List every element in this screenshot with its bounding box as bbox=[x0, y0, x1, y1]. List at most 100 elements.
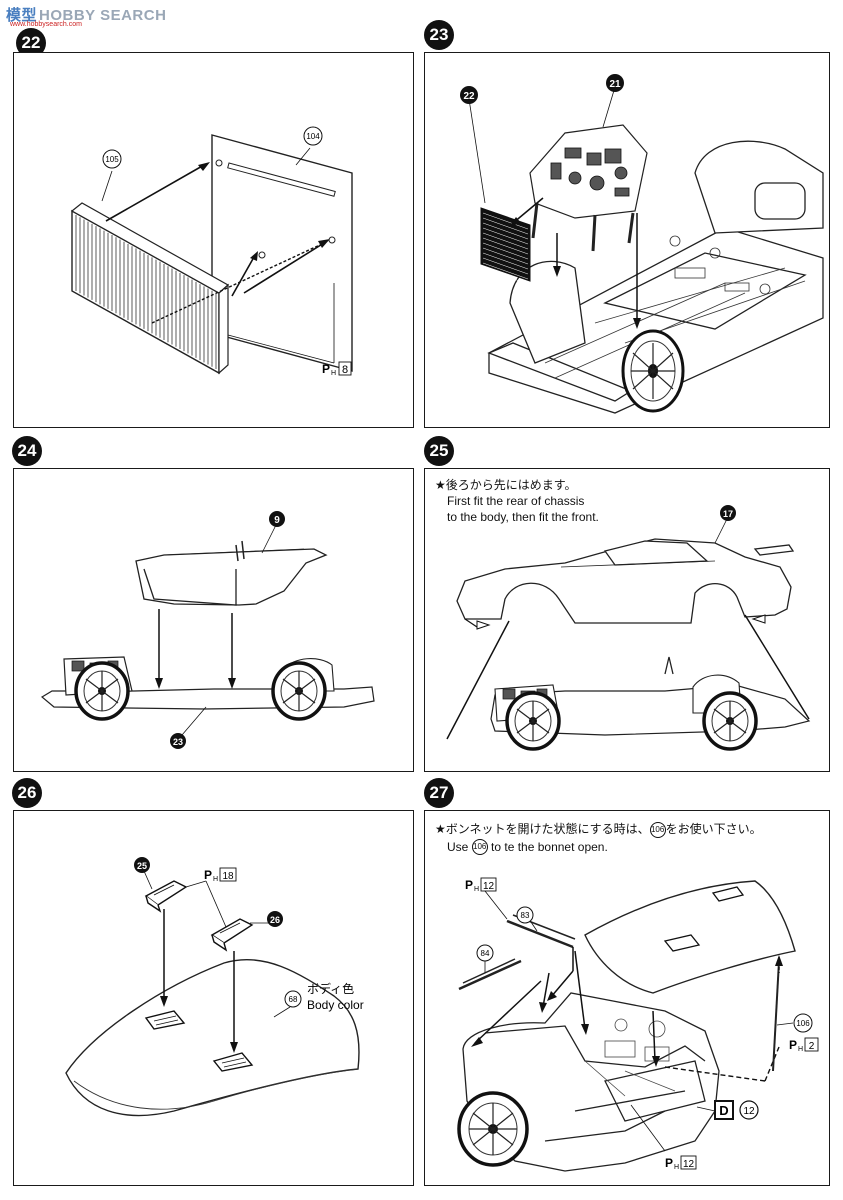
callout-68-text: 68 bbox=[289, 995, 298, 1004]
step-number-26: 26 bbox=[12, 778, 42, 808]
chassis-with-wheels bbox=[40, 656, 375, 721]
paint-top-code: 12 bbox=[483, 881, 495, 892]
decal-number-circle bbox=[739, 1100, 759, 1120]
step-23-illustration: 22 21 bbox=[460, 74, 824, 414]
step-25-note: ★後ろから先にはめます。 First fit the rear of chass… bbox=[435, 477, 599, 525]
callout-23-text: 23 bbox=[173, 737, 183, 747]
callout-21-text: 21 bbox=[609, 79, 621, 90]
callout-105-text: 105 bbox=[105, 155, 119, 164]
callout-106-text: 106 bbox=[796, 1019, 810, 1028]
callout-9 bbox=[269, 511, 285, 527]
radiator-fins bbox=[75, 215, 217, 369]
step-number-23: 23 bbox=[424, 20, 454, 50]
callout-83-text: 83 bbox=[521, 911, 530, 920]
callout-104-text: 104 bbox=[306, 132, 320, 141]
note-jp-27: ★ボンネットを開けた状態にする時は、106をお使い下さい。 bbox=[435, 821, 762, 838]
note-jp-27-part: 106 bbox=[649, 821, 666, 838]
paint-code-box-26 bbox=[219, 867, 237, 882]
callout-106 bbox=[793, 1013, 813, 1033]
body-color-en: Body color bbox=[307, 998, 364, 1012]
part-105-radiator bbox=[70, 202, 230, 375]
callout-104 bbox=[303, 126, 323, 146]
part-9-body-tub bbox=[135, 540, 328, 606]
callout-23 bbox=[170, 733, 186, 749]
grille-line bbox=[482, 257, 529, 275]
body-color-jp: ボディ色 bbox=[307, 981, 354, 996]
paint-prefix: P bbox=[322, 362, 330, 376]
part-25-vent bbox=[144, 880, 188, 913]
note-en-line-2: to the body, then fit the front. bbox=[447, 510, 599, 524]
note-en-27: Use 106 to te the bonnet open. bbox=[435, 839, 762, 856]
paint-right-sub: H bbox=[798, 1046, 803, 1053]
paint-sub: H bbox=[331, 370, 336, 377]
paint-code-26: 18 bbox=[222, 871, 234, 882]
panel-step-24: 9 23 bbox=[13, 468, 414, 772]
paint-prefix-26: P bbox=[204, 868, 212, 882]
paint-bottom-box bbox=[680, 1155, 697, 1170]
step-24-illustration: 9 23 bbox=[40, 511, 375, 749]
step-22-illustration: 105 104 P H 8 bbox=[70, 126, 353, 377]
callout-17 bbox=[720, 505, 736, 521]
grille-line bbox=[482, 222, 529, 240]
panel-step-23: 22 21 bbox=[424, 52, 830, 428]
callout-9-text: 9 bbox=[274, 515, 280, 526]
callout-22 bbox=[460, 86, 478, 104]
step-number-27: 27 bbox=[424, 778, 454, 808]
watermark-sub: www.hobbysearch.com bbox=[10, 21, 82, 28]
part-21-engine bbox=[529, 124, 648, 252]
step-27-note: ★ボンネットを開けた状態にする時は、106をお使い下さい。 Use 106 to… bbox=[435, 821, 762, 856]
note-en-line-1: First fit the rear of chassis bbox=[447, 494, 585, 508]
paint-right-box bbox=[804, 1037, 819, 1052]
part-104-plate bbox=[211, 134, 353, 372]
part-17-car-body bbox=[456, 538, 795, 624]
grille-line bbox=[482, 262, 529, 280]
grille-line bbox=[482, 227, 529, 245]
callout-25 bbox=[134, 857, 150, 873]
grille-line bbox=[482, 242, 529, 260]
paint-bottom-prefix: P bbox=[665, 1156, 673, 1170]
panel-step-25: 17 ★後ろから先にはめます。 First fit the rear of ch… bbox=[424, 468, 830, 772]
note-jp-27-after: をお使い下さい。 bbox=[665, 822, 762, 836]
paint-code: 8 bbox=[342, 364, 348, 376]
grille-line bbox=[482, 232, 529, 250]
open-bonnet bbox=[584, 880, 796, 994]
grille-line bbox=[482, 212, 529, 230]
part-84-strut bbox=[458, 958, 522, 991]
callout-105 bbox=[102, 149, 122, 169]
front-wheel bbox=[621, 329, 685, 413]
callout-26-text: 26 bbox=[270, 915, 280, 925]
paint-bottom-sub: H bbox=[674, 1164, 679, 1171]
note-en-27-after: to te the bonnet open. bbox=[491, 839, 608, 854]
grille-line bbox=[482, 267, 529, 285]
paint-code-box bbox=[338, 361, 352, 376]
watermark-brand: HOBBY SEARCH bbox=[39, 7, 167, 24]
panel-step-27: 83 84 106 P H 12 P H 2 P H 12 D 12 ★ボンネッ… bbox=[424, 810, 830, 1186]
note-en-27-before: Use bbox=[447, 839, 469, 854]
note-jp-27-before: ★ボンネットを開けた状態にする時は、 bbox=[435, 822, 650, 836]
paint-top-sub: H bbox=[474, 886, 479, 893]
panel-step-26: 25 26 68 P H 18 ボディ色 Body color bbox=[13, 810, 414, 1186]
part-106-prop-rod bbox=[772, 960, 780, 1072]
paint-top-box bbox=[480, 877, 497, 892]
note-en-27-part: 106 bbox=[471, 839, 488, 856]
decal-code: 12 bbox=[743, 1106, 755, 1117]
grille-line bbox=[482, 237, 529, 255]
paint-top-prefix: P bbox=[465, 878, 473, 892]
paint-right-code: 2 bbox=[809, 1041, 815, 1052]
part-22-grille bbox=[480, 207, 531, 282]
part-26-vent bbox=[210, 918, 254, 952]
grille-line bbox=[482, 247, 529, 265]
decal-letter: D bbox=[719, 1103, 728, 1118]
callout-22-text: 22 bbox=[463, 91, 475, 102]
step-number-24: 24 bbox=[12, 436, 42, 466]
callout-26 bbox=[267, 911, 283, 927]
callout-84 bbox=[476, 944, 494, 962]
chassis-lower-25 bbox=[490, 656, 811, 751]
callout-84-text: 84 bbox=[481, 949, 490, 958]
grille-line bbox=[482, 252, 529, 270]
callout-68 bbox=[284, 990, 302, 1008]
callout-17-text: 17 bbox=[723, 509, 733, 519]
callout-83 bbox=[516, 906, 534, 924]
watermark-cn: 模型 bbox=[6, 7, 38, 24]
